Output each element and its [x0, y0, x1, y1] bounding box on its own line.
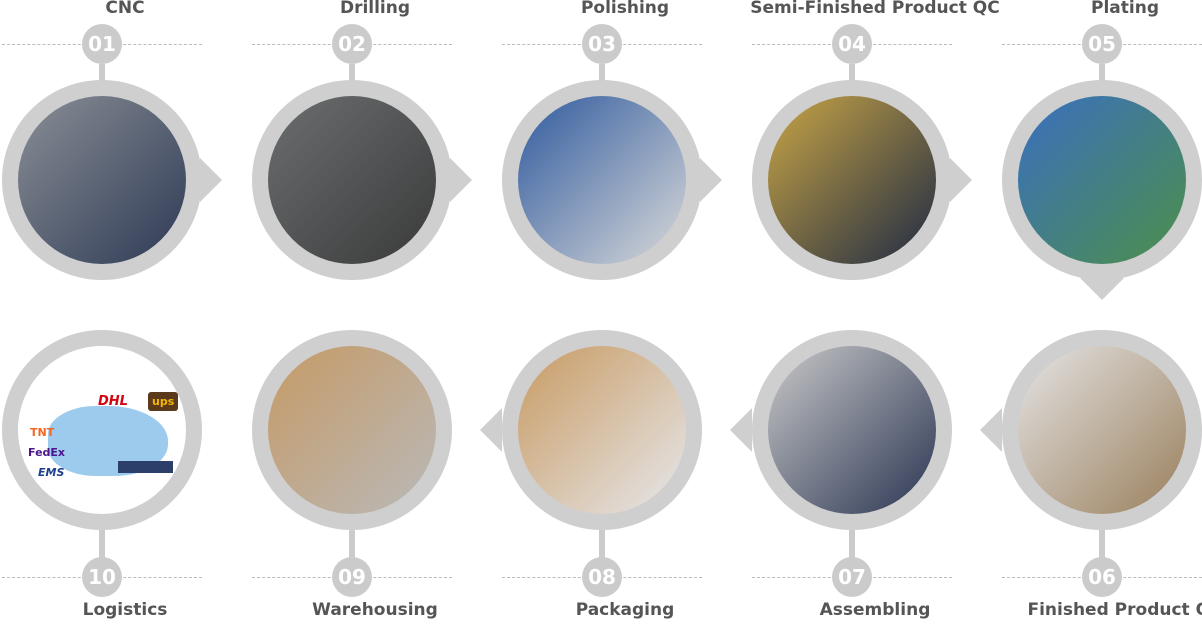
step-photo: DHL ups TNT FedEx EMS: [18, 346, 186, 514]
step-number-badge: 06: [1082, 557, 1122, 597]
arrow-right-icon: [700, 158, 722, 202]
connector-stem: [599, 530, 605, 560]
step-label: Drilling: [339, 0, 411, 18]
step-number-badge: 01: [82, 24, 122, 64]
step-number-badge: 04: [832, 24, 872, 64]
step-number-badge: 07: [832, 557, 872, 597]
step-photo: [268, 346, 436, 514]
step-number-badge: 05: [1082, 24, 1122, 64]
step-photo-frame: [252, 330, 452, 530]
process-step: Semi-Finished Product QC 04: [750, 0, 1000, 313]
step-photo-frame: [2, 80, 202, 280]
step-label: Finished Product QC: [1027, 600, 1202, 620]
step-label: Plating: [1091, 0, 1159, 18]
step-label: Polishing: [580, 0, 670, 18]
step-number-badge: 10: [82, 557, 122, 597]
process-step: Assembling 07: [750, 313, 1002, 626]
step-photo-frame: [502, 330, 702, 530]
step-label: Logistics: [82, 600, 168, 620]
step-label: Assembling: [819, 600, 931, 620]
step-photo-frame: [502, 80, 702, 280]
process-step: Polishing 03: [500, 0, 750, 313]
ups-logo: ups: [148, 392, 179, 411]
process-step: Logistics 10 DHL ups TNT FedEx EMS: [0, 313, 250, 626]
connector-stem: [849, 64, 855, 84]
connector-stem: [1099, 64, 1105, 84]
process-step: Drilling 02: [250, 0, 500, 313]
step-label: Warehousing: [312, 600, 438, 620]
connector-stem: [1099, 530, 1105, 560]
process-step: Finished Product QC 06: [1000, 313, 1202, 626]
step-photo: [18, 96, 186, 264]
step-photo: [518, 346, 686, 514]
fedex-logo: FedEx: [28, 446, 66, 459]
connector-stem: [849, 530, 855, 560]
step-photo: [1018, 346, 1186, 514]
step-number-badge: 09: [332, 557, 372, 597]
logistics-logos: DHL ups TNT FedEx EMS: [18, 346, 186, 514]
arrow-left-icon: [730, 408, 752, 452]
tnt-logo: TNT: [30, 426, 55, 439]
arrow-right-icon: [200, 158, 222, 202]
step-photo: [768, 346, 936, 514]
step-photo: [1018, 96, 1186, 264]
step-photo: [268, 96, 436, 264]
process-step: Warehousing 09: [250, 313, 502, 626]
step-photo-frame: [1002, 330, 1202, 530]
step-photo-frame: [1002, 80, 1202, 280]
process-step: Plating 05: [1000, 0, 1202, 313]
step-number-badge: 02: [332, 24, 372, 64]
ems-logo: EMS: [38, 466, 65, 479]
process-step: Packaging 08: [500, 313, 752, 626]
connector-stem: [349, 64, 355, 84]
step-label: Semi-Finished Product QC: [750, 0, 1000, 18]
step-photo-frame: [752, 80, 952, 280]
step-photo: [518, 96, 686, 264]
arrow-left-icon: [480, 408, 502, 452]
arrow-left-icon: [980, 408, 1002, 452]
step-photo: [768, 96, 936, 264]
cargo-ship: [118, 461, 173, 473]
connector-stem: [349, 530, 355, 560]
step-label: Packaging: [575, 600, 675, 620]
connector-stem: [99, 64, 105, 84]
dhl-logo: DHL: [98, 394, 128, 409]
step-photo-frame: [252, 80, 452, 280]
arrow-down-icon: [1080, 278, 1124, 300]
step-photo-frame: DHL ups TNT FedEx EMS: [2, 330, 202, 530]
step-number-badge: 03: [582, 24, 622, 64]
connector-stem: [599, 64, 605, 84]
step-photo-frame: [752, 330, 952, 530]
connector-stem: [99, 530, 105, 560]
arrow-right-icon: [450, 158, 472, 202]
arrow-right-icon: [950, 158, 972, 202]
process-step: CNC 01: [0, 0, 250, 313]
step-label: CNC: [105, 0, 145, 18]
step-number-badge: 08: [582, 557, 622, 597]
